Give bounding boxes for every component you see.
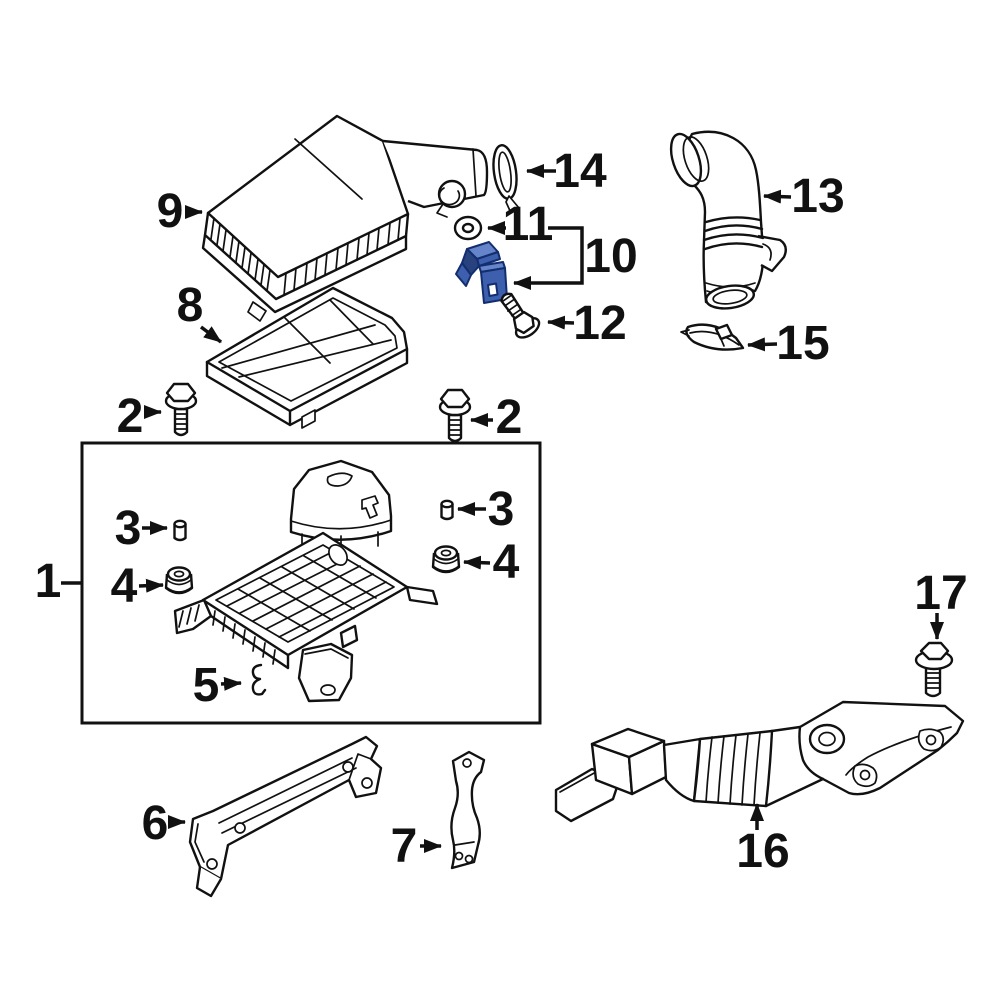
part-number-label: 3 bbox=[488, 483, 515, 536]
leader-arrow bbox=[138, 578, 164, 593]
grommet-4-left-drawing bbox=[164, 566, 194, 595]
air-intake-hose-drawing bbox=[669, 130, 787, 310]
part-number-label: 4 bbox=[493, 536, 520, 589]
callout-6: 6 bbox=[142, 797, 186, 850]
callout-10: 10 bbox=[513, 226, 638, 290]
callout-2-right: 2 bbox=[470, 391, 523, 444]
callout-17: 17 bbox=[914, 567, 968, 640]
stud-3-right-drawing bbox=[440, 499, 454, 521]
leader-arrow bbox=[513, 226, 584, 290]
part-number-label: 15 bbox=[776, 317, 829, 370]
callout-4-left: 4 bbox=[111, 560, 164, 613]
bolt-2-right-drawing bbox=[438, 388, 472, 443]
callout-3-right: 3 bbox=[457, 483, 515, 536]
callout-8: 8 bbox=[177, 279, 223, 344]
leader-arrow bbox=[463, 555, 491, 570]
hose-clamp-15-drawing bbox=[680, 323, 745, 351]
leader-arrow bbox=[220, 676, 242, 691]
callout-14: 14 bbox=[526, 145, 607, 198]
air-intake-duct-drawing bbox=[554, 700, 965, 823]
air-cleaner-housing-drawing bbox=[173, 459, 439, 703]
part-number-label: 11 bbox=[503, 198, 554, 251]
bracket-6-drawing bbox=[188, 735, 383, 898]
callout-7: 7 bbox=[391, 820, 442, 873]
part-number-label: 7 bbox=[391, 820, 418, 873]
callout-2-left: 2 bbox=[117, 390, 162, 443]
screw-12-drawing bbox=[500, 292, 541, 339]
part-number-label: 1 bbox=[35, 555, 62, 608]
stud-3-left-drawing bbox=[173, 519, 187, 542]
part-number-label: 4 bbox=[111, 560, 138, 613]
callout-16: 16 bbox=[736, 803, 790, 878]
part-number-label: 5 bbox=[193, 659, 220, 712]
clip-5-drawing bbox=[251, 663, 267, 696]
part-number-label: 3 bbox=[115, 502, 142, 555]
part-number-label: 16 bbox=[736, 825, 789, 878]
callout-13: 13 bbox=[763, 170, 845, 223]
leader-arrow bbox=[763, 189, 792, 204]
callout-9: 9 bbox=[157, 185, 203, 238]
part-number-label: 12 bbox=[573, 297, 626, 350]
callout-15: 15 bbox=[747, 317, 830, 370]
part-number-label: 2 bbox=[117, 390, 144, 443]
callout-4-right: 4 bbox=[463, 536, 520, 589]
callout-5: 5 bbox=[193, 659, 242, 712]
hose-clamp-14-drawing bbox=[492, 144, 520, 214]
leader-arrow bbox=[747, 337, 778, 352]
leader-arrow bbox=[547, 315, 575, 330]
bracket-7-drawing bbox=[450, 750, 486, 870]
callout-12: 12 bbox=[547, 297, 627, 350]
part-number-label: 6 bbox=[142, 797, 169, 850]
grommet-4-right-drawing bbox=[431, 545, 461, 574]
seal-washer-drawing bbox=[453, 215, 483, 241]
bolt-2-left-drawing bbox=[164, 382, 198, 437]
callout-3-left: 3 bbox=[115, 502, 168, 555]
part-number-label: 13 bbox=[791, 170, 844, 223]
leader-arrow bbox=[199, 325, 223, 344]
bolt-17-drawing bbox=[914, 641, 954, 698]
callout-11: 11 bbox=[487, 198, 554, 251]
part-number-label: 8 bbox=[177, 279, 204, 332]
callout-1: 1 bbox=[35, 555, 82, 608]
air-cleaner-cover-drawing bbox=[201, 114, 489, 322]
maf-sensor-highlighted-drawing bbox=[455, 241, 508, 304]
part-number-label: 2 bbox=[496, 391, 523, 444]
part-number-label: 17 bbox=[914, 567, 967, 620]
part-number-label: 10 bbox=[584, 230, 637, 283]
part-number-label: 14 bbox=[553, 145, 607, 198]
part-number-label: 9 bbox=[157, 185, 184, 238]
air-filter-drawing bbox=[205, 286, 409, 429]
